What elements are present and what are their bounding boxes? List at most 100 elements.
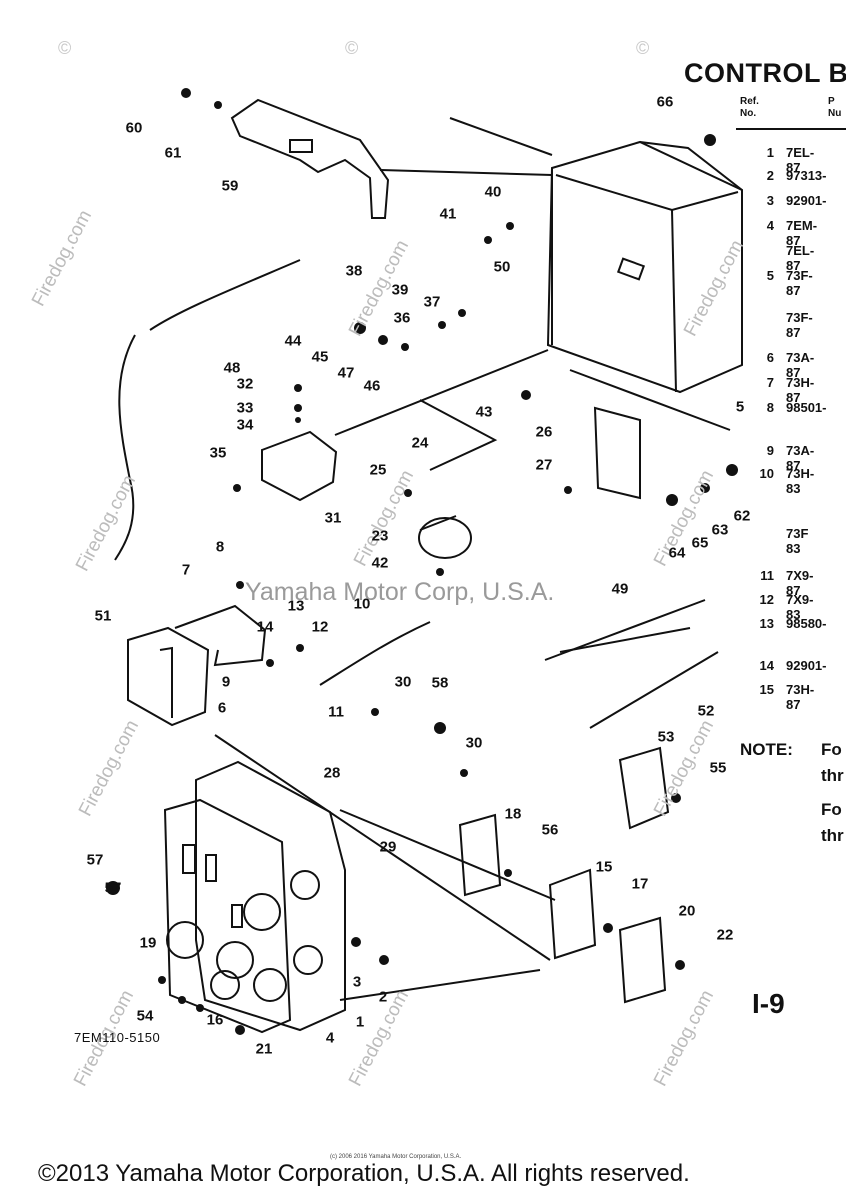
callout-number: 9: [221, 673, 231, 691]
part-number: 7EL-87: [786, 243, 815, 273]
callout-number: 16: [206, 1011, 224, 1029]
callout-number: 10: [353, 595, 371, 613]
callout-number: 21: [255, 1040, 273, 1058]
callout-number: 37: [423, 293, 441, 311]
callout-number: 1: [355, 1013, 365, 1031]
callout-number: 25: [369, 461, 387, 479]
part-number: 98501-: [786, 400, 827, 415]
ref-number: 8: [766, 400, 774, 415]
callout-number: 24: [411, 434, 429, 452]
callout-number: 30: [394, 673, 412, 691]
callout-number: 60: [125, 119, 143, 137]
callout-number: 30: [465, 734, 483, 752]
callout-number: 32: [236, 375, 254, 393]
callout-number: 45: [311, 348, 329, 366]
callout-number: 38: [345, 262, 363, 280]
callout-number: 28: [323, 764, 341, 782]
part-number: 73A-87: [786, 443, 815, 473]
part-number: 73F 83: [786, 526, 809, 556]
callout-number: 64: [668, 544, 686, 562]
ref-number: 4: [766, 218, 774, 233]
callout-number: 15: [595, 858, 613, 876]
callout-number: 35: [209, 444, 227, 462]
part-number: 73H-83: [786, 466, 815, 496]
callout-number: 59: [221, 177, 239, 195]
callout-number: 41: [439, 205, 457, 223]
callout-number: 2: [378, 988, 388, 1006]
part-number: 7X9-87: [786, 568, 814, 598]
part-number: 97313-: [786, 168, 827, 183]
ref-number: 9: [766, 443, 774, 458]
ref-number: 10: [759, 466, 774, 481]
callout-number: 7: [181, 561, 191, 579]
ref-no-header: Ref. No.: [740, 96, 759, 119]
part-number: 92901-: [786, 193, 827, 208]
part-number: 73F-87: [786, 268, 813, 298]
callout-number: 52: [697, 702, 715, 720]
part-number: 73F-87: [786, 310, 813, 340]
callout-number: 17: [631, 875, 649, 893]
callout-number: 53: [657, 728, 675, 746]
part-number: 73H-87: [786, 375, 815, 405]
callout-number: 50: [493, 258, 511, 276]
ref-number: 11: [760, 568, 774, 583]
callout-number: 27: [535, 456, 553, 474]
callout-number: 34: [236, 416, 254, 434]
callout-number: 65: [691, 534, 709, 552]
callout-number: 12: [311, 618, 329, 636]
center-watermark: Yamaha Motor Corp, U.S.A.: [245, 578, 555, 606]
callout-number: 33: [236, 399, 254, 417]
header-divider: [736, 128, 846, 130]
callout-number: 62: [733, 507, 751, 525]
callout-number: 57: [104, 879, 122, 897]
ref-number: 13: [759, 616, 774, 631]
callout-number: 43: [475, 403, 493, 421]
callout-number: 40: [484, 183, 502, 201]
callout-number: 3: [352, 973, 362, 991]
part-number: 73H-87: [786, 682, 815, 712]
callout-number: 5: [735, 398, 745, 416]
callout-number: 26: [535, 423, 553, 441]
small-print: (c) 2006 2016 Yamaha Motor Corporation, …: [330, 1154, 462, 1160]
part-number: 7EL-87: [786, 145, 815, 175]
copyright-icon: ©: [58, 38, 72, 58]
copyright-icon: ©: [636, 38, 650, 58]
callout-number: 36: [393, 309, 411, 327]
callout-number: 48: [223, 359, 241, 377]
callout-number: 39: [391, 281, 409, 299]
callout-number: 42: [371, 554, 389, 572]
note-line: thr: [821, 766, 844, 785]
callout-number: 49: [611, 580, 629, 598]
copyright-icon: ©: [345, 38, 359, 58]
callout-number: 18: [504, 805, 522, 823]
callout-number: 22: [716, 926, 734, 944]
ref-number: 1: [766, 145, 774, 160]
callout-number: 46: [363, 377, 381, 395]
callout-number: 6: [217, 699, 227, 717]
part-number: 92901-: [786, 658, 827, 673]
page-number: I-9: [752, 988, 785, 1019]
ref-number: 7: [766, 375, 774, 390]
ref-number: 5: [766, 268, 774, 283]
callout-number: 23: [371, 527, 389, 545]
callout-number: 58: [431, 674, 449, 692]
callout-number: 61: [164, 144, 182, 162]
callout-number: 19: [139, 934, 157, 952]
part-number: 98580-: [786, 616, 827, 631]
callout-number: 13: [287, 597, 305, 615]
note-label: NOTE:: [740, 740, 793, 759]
part-no-header: P Nu: [828, 96, 842, 119]
ref-number: 14: [759, 658, 774, 673]
note-line: Fo: [821, 800, 842, 819]
callout-number: 11: [328, 703, 344, 721]
part-number: 73A-87: [786, 350, 815, 380]
callout-number: 4: [325, 1029, 335, 1047]
callout-number: 66: [656, 93, 674, 111]
ref-number: 6: [766, 350, 774, 365]
callout-number: 29: [379, 838, 397, 856]
callout-number: 55: [709, 759, 727, 777]
part-number: 7EM-87: [786, 218, 818, 248]
figure-code: 7EM110-5150: [74, 1030, 161, 1045]
ref-number: 3: [766, 193, 774, 208]
